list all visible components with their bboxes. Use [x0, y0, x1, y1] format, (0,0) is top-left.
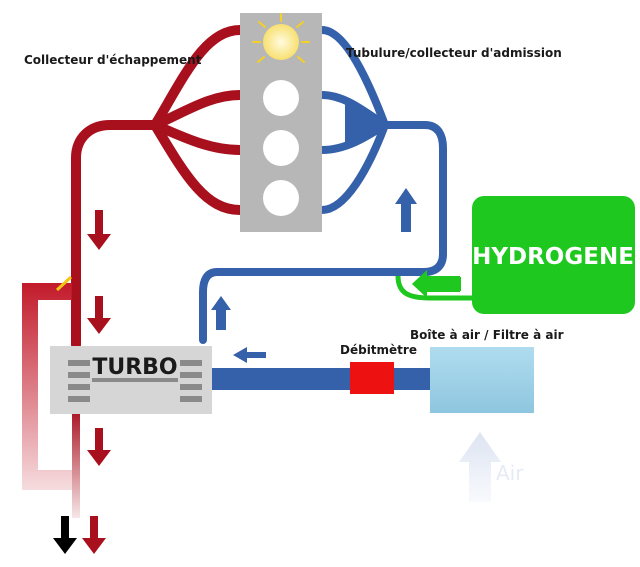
- air-pipe-turbo-to-flowmeter: [212, 368, 352, 390]
- flow-meter: [350, 362, 394, 394]
- cylinder-4: [263, 180, 299, 216]
- intake-runner-1: [318, 26, 389, 129]
- intake-flow-arrows: [211, 188, 417, 363]
- cylinder-1-spark: [263, 24, 299, 60]
- exhaust-arrow-1: [87, 210, 111, 250]
- air-label: Air: [496, 461, 524, 485]
- turbo-unit: TURBO: [50, 346, 212, 414]
- exhaust-manifold-pipes: [71, 25, 245, 350]
- wastegate-valve: [55, 275, 73, 292]
- exhaust-manifold-label: Collecteur d'échappement: [24, 53, 202, 67]
- air-inlet-arrow: [459, 432, 501, 502]
- hydrogen-tank: [472, 196, 635, 314]
- exhaust-outlet-pipe: [72, 408, 80, 518]
- exhaust-arrow-3: [87, 428, 111, 466]
- engine-block: [240, 13, 322, 232]
- exhaust-runner-1: [150, 25, 245, 130]
- airbox-filter: [430, 347, 534, 413]
- intake-manifold-label: Tubulure/collecteur d'admission: [346, 46, 562, 60]
- hydrogen-feed-pipe: [395, 275, 476, 301]
- airbox-label: Boîte à air / Filtre à air: [410, 328, 564, 342]
- exhaust-arrow-2: [87, 296, 111, 334]
- intake-arrow-up-left: [211, 296, 231, 330]
- exhaust-runner-4: [150, 120, 245, 215]
- air-pipe-flowmeter-to-airbox: [393, 368, 433, 390]
- exhaust-arrow-4: [82, 516, 106, 554]
- intake-arrow-up-right: [395, 188, 417, 232]
- exhaust-runner-3: [150, 120, 245, 155]
- exhaust-flow-arrows: [82, 210, 111, 554]
- exhaust-exit-arrow: [53, 516, 77, 554]
- cylinder-2: [263, 80, 299, 116]
- exhaust-runner-2: [150, 90, 245, 130]
- intake-plenum-arrow: [345, 100, 392, 150]
- turbo-shaft: [92, 378, 178, 382]
- hydrogen-label: HYDROGENE: [472, 244, 634, 270]
- cylinder-3: [263, 130, 299, 166]
- flow-meter-label: Débitmètre: [340, 343, 417, 357]
- intake-charge-pipe: [199, 121, 447, 344]
- intake-arrow-left: [233, 347, 266, 363]
- turbo-label: TURBO: [92, 355, 177, 380]
- spark-rays: [252, 13, 310, 63]
- intake-runner-4: [318, 121, 389, 214]
- exhaust-collector-pipe: [71, 120, 160, 350]
- wastegate-loop: [22, 283, 72, 490]
